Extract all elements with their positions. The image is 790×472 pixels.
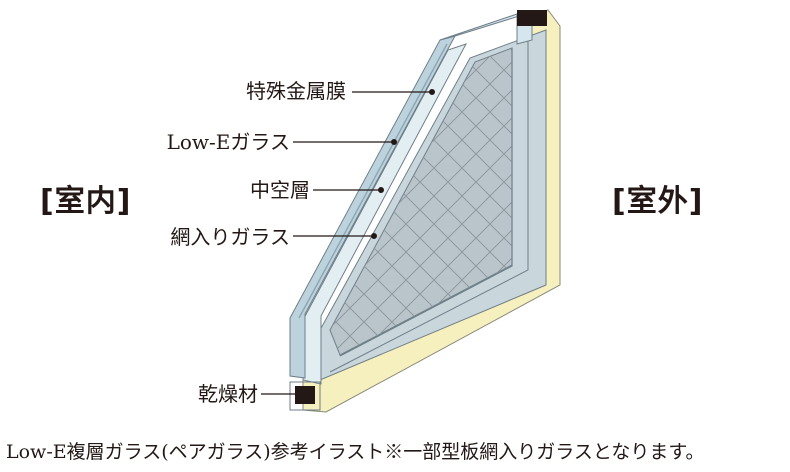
callout-lowe-glass: Low-Eガラス xyxy=(166,130,290,154)
spacer-top xyxy=(517,10,547,26)
callout-metal-coating: 特殊金属膜 xyxy=(246,79,346,103)
callout-air-layer: 中空層 xyxy=(250,178,310,202)
outer-pane-inner-edge xyxy=(339,48,513,357)
outer-pane-lower-edge xyxy=(329,40,529,373)
leader-wired-dot xyxy=(371,233,378,240)
leader-air-dot xyxy=(378,187,385,194)
leader-lines xyxy=(261,88,436,398)
leader-lowe-dot xyxy=(391,139,398,146)
metal-coating-line xyxy=(298,43,448,319)
figure-caption: Low-E複層ガラス(ペアガラス)参考イラスト※一部型板網入りガラスとなります。 xyxy=(6,441,705,463)
desiccant-spacer xyxy=(295,386,315,404)
indoor-label: [室内] xyxy=(40,184,132,219)
leader-desiccant-dot xyxy=(297,391,304,398)
leader-coating-dot xyxy=(429,88,436,95)
callout-desiccant: 乾燥材 xyxy=(198,382,258,406)
callout-wired-glass: 網入りガラス xyxy=(170,225,290,249)
spacer-bottom-frame xyxy=(289,381,321,411)
outdoor-label: [室外] xyxy=(612,184,704,219)
